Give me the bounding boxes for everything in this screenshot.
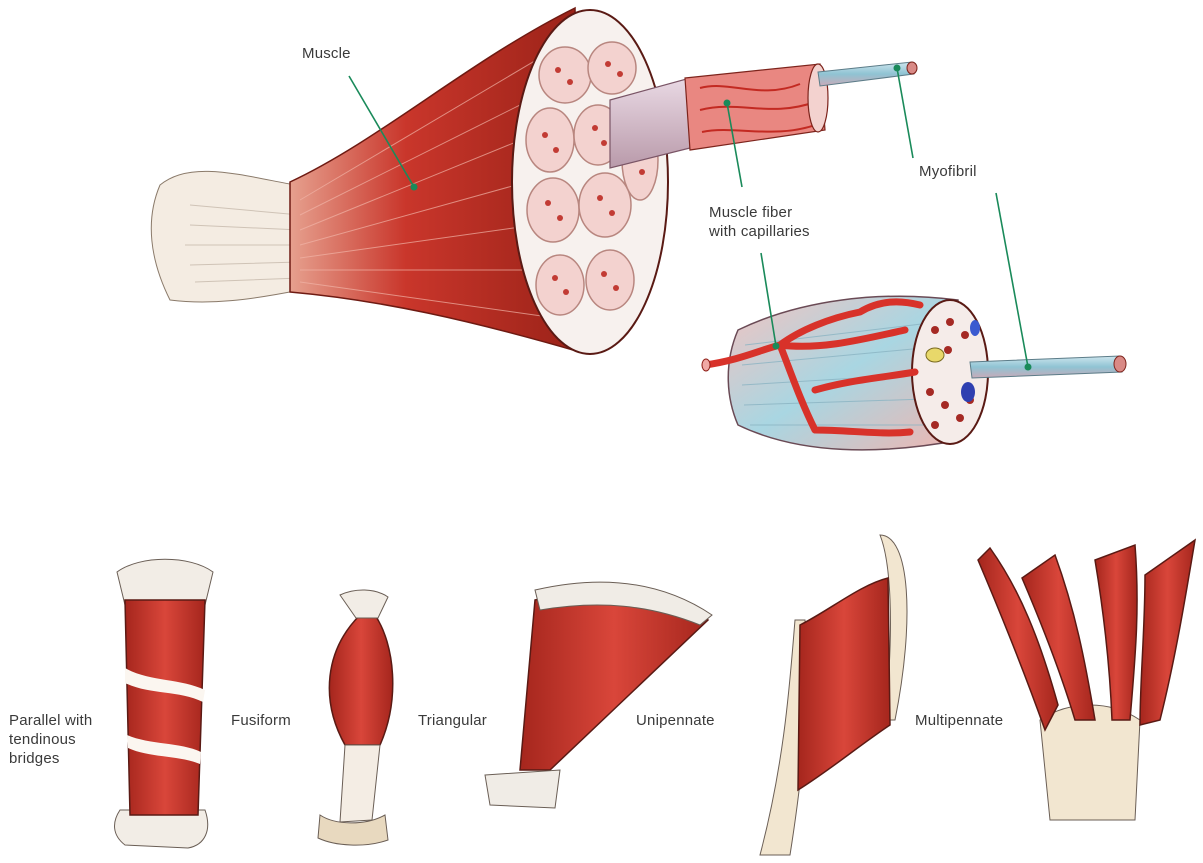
multipennate-muscle-drawing — [978, 540, 1195, 820]
nucleus-blue-2 — [970, 320, 980, 336]
label-unipennate: Unipennate — [636, 711, 715, 730]
unipennate-belly — [798, 578, 890, 790]
triangular-tendon-bottom — [485, 770, 560, 808]
multipennate-segment-4 — [1140, 540, 1195, 725]
label-muscle-fiber: Muscle fiber with capillaries — [709, 203, 810, 241]
nucleus-yellow — [926, 348, 944, 362]
fusiform-tendon-top — [340, 590, 388, 618]
capillary-end — [702, 359, 710, 371]
myofibril-end — [907, 62, 917, 74]
fusiform-muscle-drawing — [318, 590, 393, 845]
nucleus-blue-1 — [961, 382, 975, 402]
leader-myofibril-bottom — [996, 193, 1028, 367]
multipennate-base-tendon — [1040, 705, 1140, 820]
fiber-rod-end — [1114, 356, 1126, 372]
tendon — [151, 171, 300, 302]
label-multipennate: Multipennate — [915, 711, 1003, 730]
unipennate-muscle-drawing — [760, 535, 907, 855]
fiber-myofibril-rod — [970, 356, 1122, 378]
fiber-drawing — [702, 296, 1126, 450]
fusiform-belly — [329, 615, 392, 745]
muscle-drawing — [151, 8, 917, 354]
label-myofibril: Myofibril — [919, 162, 977, 181]
label-triangular: Triangular — [418, 711, 487, 730]
parallel-tendon-top — [117, 559, 213, 605]
leader-myofibril-top — [897, 68, 913, 158]
label-fusiform: Fusiform — [231, 711, 291, 730]
triangular-belly — [520, 592, 708, 770]
fusiform-tendon-bottom — [340, 745, 380, 822]
parallel-muscle-drawing — [115, 559, 213, 848]
triangular-muscle-drawing — [485, 582, 712, 808]
multipennate-segment-3 — [1095, 545, 1137, 720]
label-muscle: Muscle — [302, 44, 351, 63]
fascicle-bundle — [685, 64, 825, 150]
parallel-belly — [125, 600, 205, 815]
label-parallel: Parallel with tendinous bridges — [9, 711, 92, 768]
